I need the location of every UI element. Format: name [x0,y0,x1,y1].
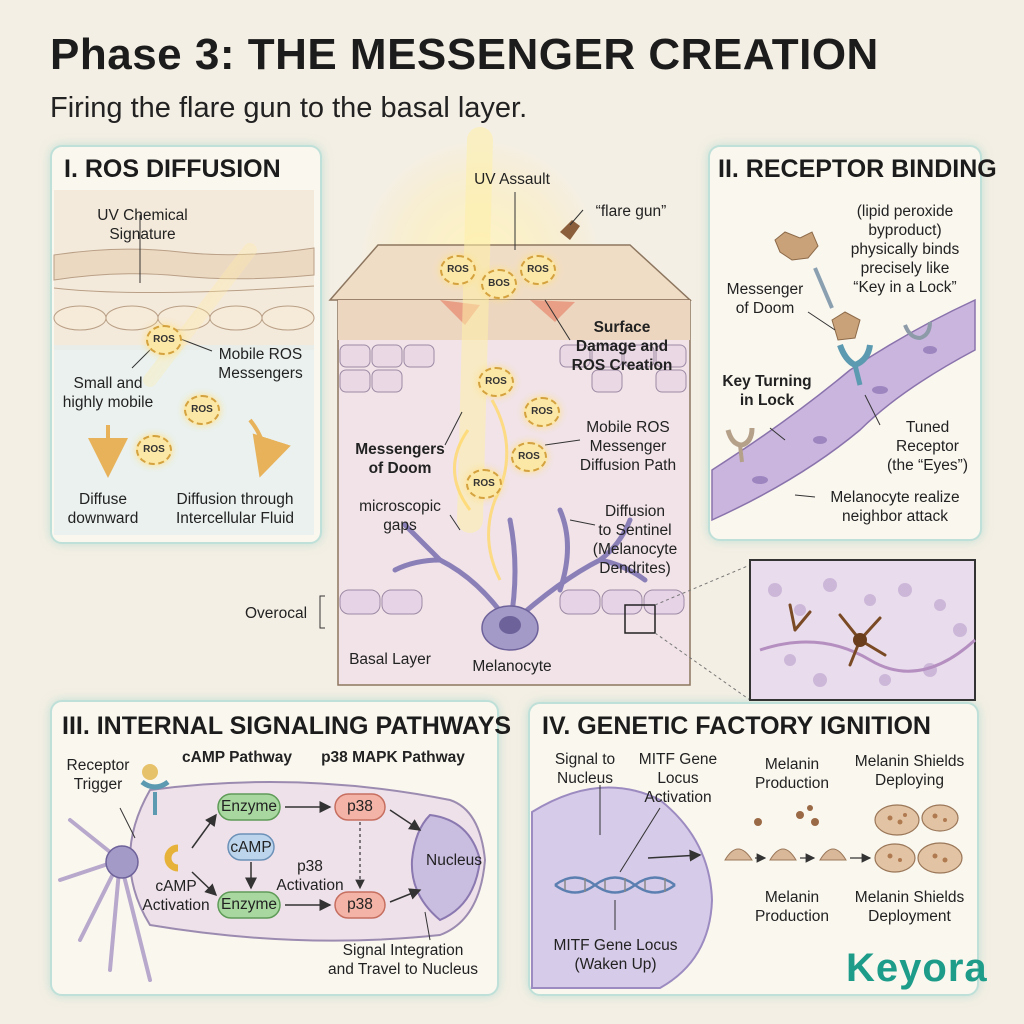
panel1-skin-layers [53,190,315,535]
basal-layer-label: Basal Layer [349,651,431,668]
ros-badge: ROS [511,442,547,472]
panel3-title: III. INTERNAL SIGNALING PATHWAYS [62,712,512,740]
panel2-receptor [711,231,976,522]
ros-badge: ROS [136,435,172,465]
uv-assault-label: UV Assault [474,171,550,188]
ros-badge: ROS [146,325,182,355]
panel2-title: II. RECEPTOR BINDING [718,155,997,183]
overocal-label: Overocal [244,605,308,622]
camp-node: cAMP [230,839,272,856]
panel3-pathways [58,764,487,982]
ros-badge: ROS [524,397,560,427]
page-subtitle: Firing the flare gun to the basal layer. [50,92,528,124]
keyora-logo: Keyora [846,946,988,990]
center-skin-block [319,127,751,701]
flare-gun-label: “flare gun” [595,203,667,220]
ros-badge: ROS [478,367,514,397]
p38-node-bottom: p38 [347,896,373,913]
ros-badge: ROS [184,395,220,425]
camp-pathway-label: cAMP Pathway [182,749,292,766]
histology-inset [749,559,977,701]
ros-badge: ROS [520,255,556,285]
ros-badge: ROS [466,469,502,499]
panel4-title: IV. GENETIC FACTORY IGNITION [542,712,931,740]
p38-pathway-label: p38 MAPK Pathway [321,749,465,766]
nucleus-label: Nucleus [426,852,482,869]
p38-node-top: p38 [347,798,373,815]
enzyme-node-bottom: Enzyme [221,896,277,913]
panel1-title: I. ROS DIFFUSION [64,155,281,183]
enzyme-node-top: Enzyme [221,798,277,815]
panel4-nucleus [531,785,963,989]
bos-badge: BOS [481,269,517,299]
melanocyte-label: Melanocyte [472,658,552,675]
mitf-woken-label: MITF Gene Locus(Waken Up) [553,937,678,973]
ros-badge: ROS [440,255,476,285]
page-title: Phase 3: THE MESSENGER CREATION [50,30,879,79]
